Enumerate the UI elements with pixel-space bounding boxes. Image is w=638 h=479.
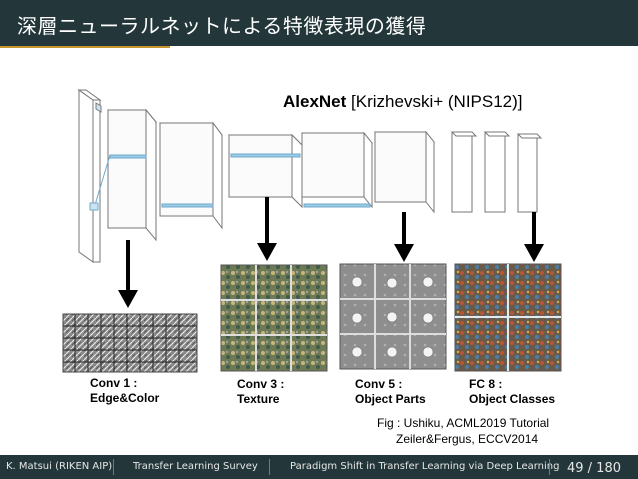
layer-label-conv3: Conv 3 : Texture — [237, 377, 284, 407]
footer-divider — [113, 459, 114, 475]
layer-label-fc8: FC 8 : Object Classes — [469, 377, 555, 407]
title-accent-line — [0, 46, 170, 48]
footer-divider — [549, 459, 550, 475]
conv3-block — [227, 133, 304, 209]
title-bar: 深層ニューラルネットによる特徴表現の獲得 — [0, 0, 638, 46]
conv3-feature-visualization — [220, 264, 328, 372]
fc8-block — [516, 133, 543, 213]
page-number: 49 / 180 — [567, 461, 621, 476]
layer-name: Conv 1 : — [90, 376, 138, 390]
figure-caption: Fig : Ushiku, ACML2019 Tutorial Zeiler&F… — [377, 415, 549, 447]
layer-desc: Edge&Color — [90, 391, 160, 405]
conv1-block — [89, 108, 158, 242]
layer-name: FC 8 : — [469, 377, 503, 391]
footer-bar: K. Matsui (RIKEN AIP) Transfer Learning … — [0, 455, 638, 479]
layer-name: Conv 3 : — [237, 377, 285, 391]
down-arrow-conv3 — [257, 197, 277, 261]
down-arrow-fc8 — [524, 212, 544, 262]
layer-label-conv1: Conv 1 : Edge&Color — [90, 376, 159, 406]
footer-author: K. Matsui (RIKEN AIP) — [6, 461, 113, 472]
caption-line-2: Zeiler&Fergus, ECCV2014 — [396, 432, 539, 446]
conv2-block — [159, 121, 223, 230]
alexnet-figure — [62, 89, 562, 373]
conv1-filter-visualization — [62, 313, 198, 373]
fc6-block — [450, 131, 478, 213]
conv5-feature-visualization — [339, 263, 447, 370]
caption-line-1: Fig : Ushiku, ACML2019 Tutorial — [377, 416, 550, 430]
conv5-block — [373, 130, 436, 214]
layer-desc: Texture — [237, 392, 280, 406]
network-citation: [Krizhevski+ (NIPS12)] — [351, 92, 523, 111]
fc7-block — [483, 131, 511, 213]
layer-desc: Object Parts — [355, 392, 426, 406]
slide-title: 深層ニューラルネットによる特徴表現の獲得 — [17, 14, 427, 38]
layer-label-conv5: Conv 5 : Object Parts — [355, 377, 426, 407]
footer-section: Paradigm Shift in Transfer Learning via … — [290, 461, 560, 472]
network-title: AlexNet [Krizhevski+ (NIPS12)] — [283, 92, 523, 112]
footer-survey: Transfer Learning Survey — [133, 461, 258, 472]
down-arrow-conv1 — [118, 240, 138, 308]
footer-divider — [269, 459, 270, 475]
layer-desc: Object Classes — [469, 392, 556, 406]
fc8-class-visualization — [454, 263, 562, 372]
conv4-block — [300, 131, 374, 209]
down-arrow-conv5 — [394, 212, 414, 262]
network-name: AlexNet — [283, 92, 347, 111]
input-layer-block — [77, 89, 102, 263]
layer-name: Conv 5 : — [355, 377, 403, 391]
